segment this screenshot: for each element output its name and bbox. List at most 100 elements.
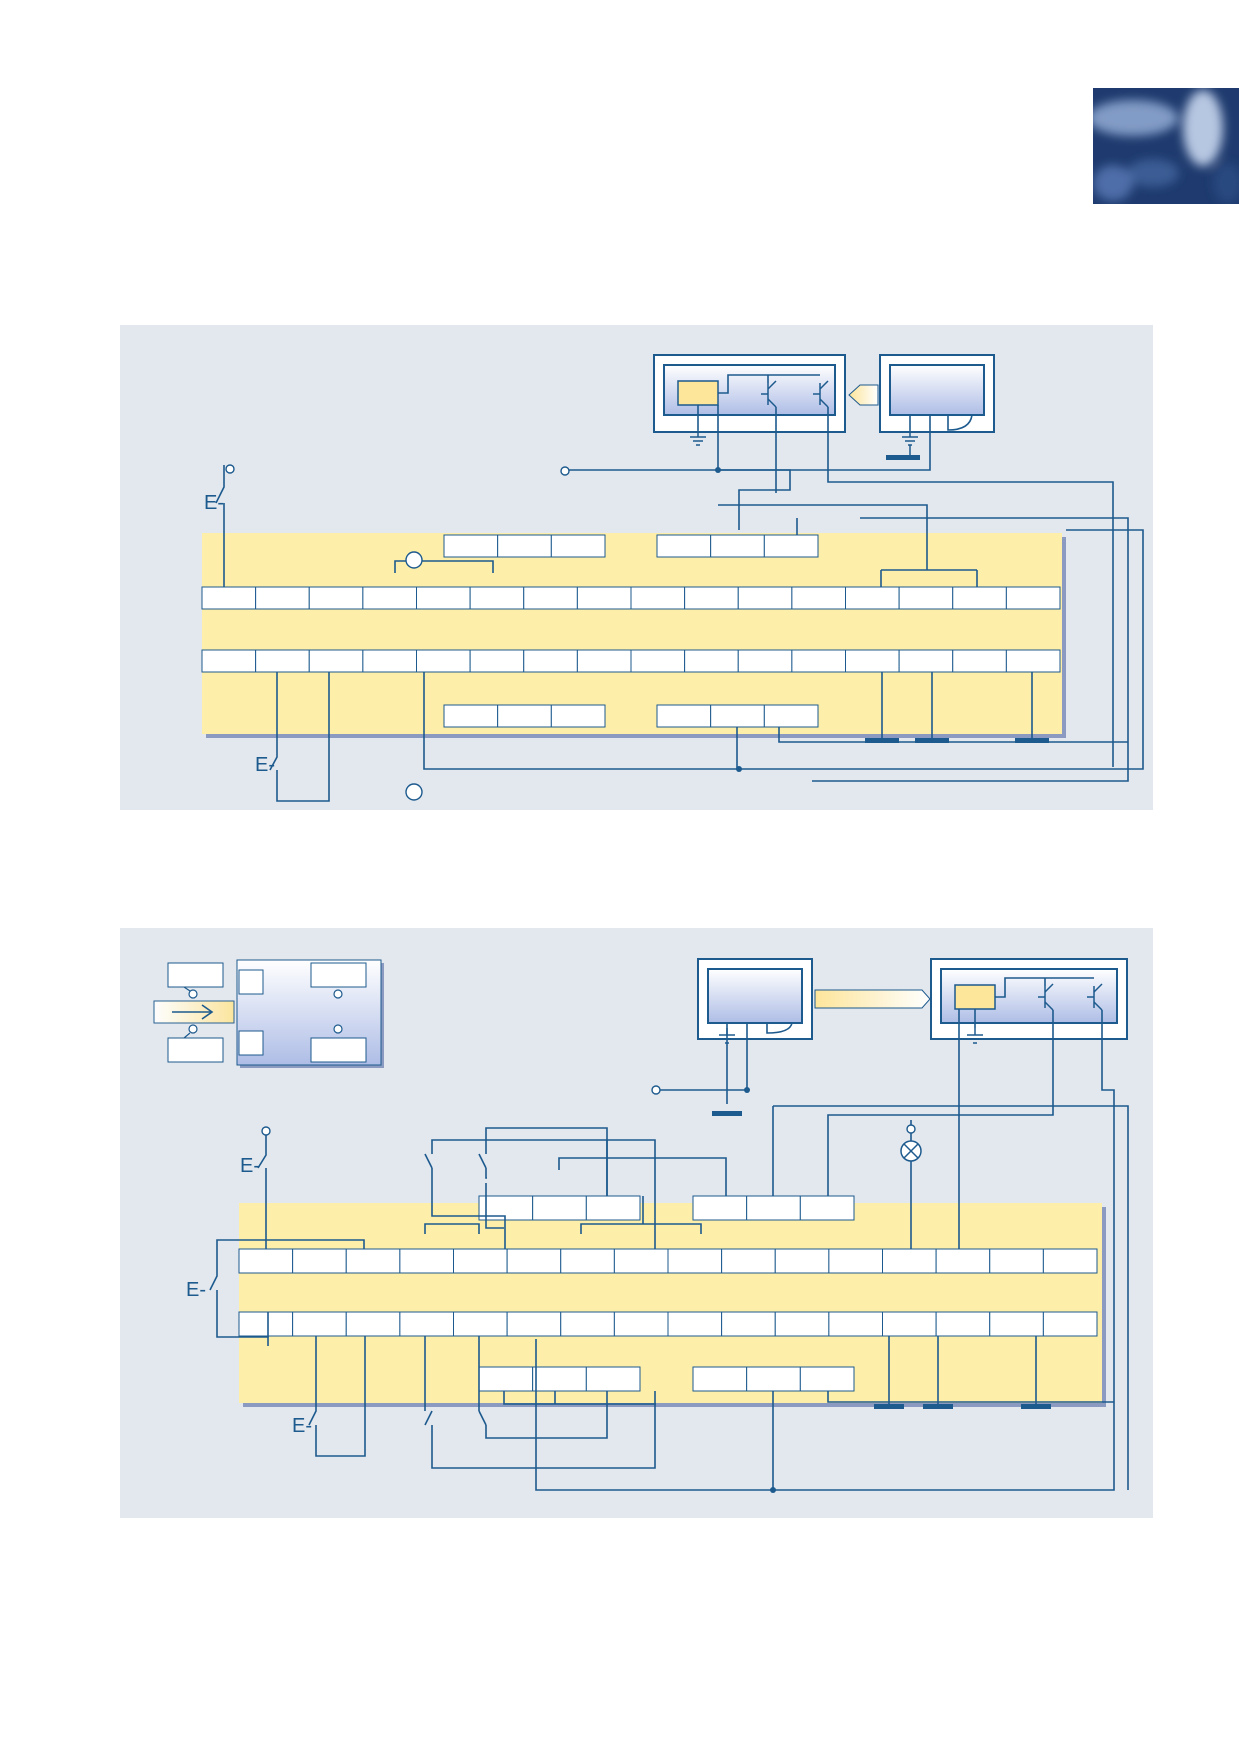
terminal-cell <box>746 1195 801 1221</box>
terminal-cell <box>255 649 310 673</box>
sensor-module <box>879 354 995 433</box>
terminal-cell <box>497 534 552 558</box>
terminal-cell <box>523 649 578 673</box>
supply-terminal <box>651 1085 661 1095</box>
terminal-cell <box>532 1366 587 1392</box>
terminal-cell <box>721 1311 776 1337</box>
supply-terminal <box>560 466 570 476</box>
terminal-cell <box>399 1311 454 1337</box>
terminal-cell <box>684 586 739 610</box>
bottom-box-group-left <box>443 704 606 728</box>
terminal-row-upper <box>238 1248 1098 1274</box>
terminal-cell <box>656 534 712 558</box>
terminal-cell <box>585 1195 641 1221</box>
terminal-cell <box>523 586 578 610</box>
terminal-cell <box>746 1366 801 1392</box>
terminal-cell <box>416 649 471 673</box>
arrow-right-icon <box>172 1004 214 1020</box>
arrow-left-icon <box>848 384 879 406</box>
terminal-cell <box>443 534 499 558</box>
terminal-cell <box>560 1248 615 1274</box>
terminal-row-lower <box>201 649 1061 673</box>
terminal-cell <box>453 1311 508 1337</box>
terminal-cell <box>774 1248 830 1274</box>
npn-transistor-icon <box>1038 983 1103 1011</box>
supply-terminals <box>261 1085 916 1136</box>
terminal-cell <box>667 1248 723 1274</box>
terminal-cell <box>845 586 900 610</box>
terminal-cell <box>416 586 471 610</box>
thumbnail-highlight <box>1127 159 1179 187</box>
ground-bar <box>865 738 899 743</box>
terminal-cell <box>308 586 364 610</box>
terminal-cell <box>362 586 417 610</box>
ground-bar <box>1021 1404 1051 1409</box>
supply-terminal <box>225 464 235 474</box>
terminal-cell <box>532 1195 587 1221</box>
wiring-diagram-1: E- E- <box>120 325 1153 810</box>
thumbnail-highlight <box>1213 163 1239 203</box>
wiring-diagram-2: E- E- E- <box>120 928 1153 1518</box>
terminal-cell <box>1005 586 1061 610</box>
wiring <box>215 374 1144 802</box>
terminal-cell <box>667 1311 723 1337</box>
ground-bars <box>712 1111 1051 1409</box>
terminal-cell <box>576 586 632 610</box>
terminal-band <box>202 533 1062 734</box>
corner-thumbnail-image <box>1093 88 1239 204</box>
bottom-box-group-right <box>692 1366 855 1392</box>
terminal-cell <box>506 1248 562 1274</box>
terminal-cell <box>898 649 954 673</box>
terminal-cell <box>1005 649 1061 673</box>
terminal-cell <box>1042 1311 1098 1337</box>
terminal-cell <box>238 1311 294 1337</box>
terminal-cell <box>443 704 499 728</box>
terminal-cell <box>774 1311 830 1337</box>
top-box-group-right <box>656 534 819 558</box>
top-box-group-right <box>692 1195 855 1221</box>
ground-bar <box>712 1111 742 1116</box>
sensor-module <box>697 958 813 1040</box>
junction-dots <box>744 1087 776 1493</box>
terminal-cell <box>201 586 257 610</box>
terminal-cell <box>935 1248 991 1274</box>
terminal-cell <box>292 1311 347 1337</box>
ground-icon <box>719 1028 983 1044</box>
circle-marker-top <box>405 551 423 569</box>
terminal-cell <box>656 704 712 728</box>
thumbnail-highlight <box>1093 100 1178 136</box>
terminal-cell <box>898 586 954 610</box>
terminal-cell <box>710 704 765 728</box>
terminal-cell <box>201 649 257 673</box>
terminal-cell <box>721 1248 776 1274</box>
terminal-cell <box>791 586 846 610</box>
terminal-cell <box>799 1195 855 1221</box>
terminal-cell <box>684 649 739 673</box>
terminal-cell <box>630 649 686 673</box>
terminal-cell <box>882 1311 937 1337</box>
terminal-cell <box>255 586 310 610</box>
terminal-cell <box>497 704 552 728</box>
ground-bar <box>874 1404 904 1409</box>
terminal-cell <box>550 704 606 728</box>
switch-label: E- <box>255 754 275 776</box>
relay-block <box>677 380 719 406</box>
terminal-cell <box>345 1248 401 1274</box>
terminal-cell <box>828 1311 883 1337</box>
terminal-cell <box>630 586 686 610</box>
terminal-band <box>239 1203 1102 1403</box>
switch-label: E- <box>240 1155 260 1177</box>
terminal-cell <box>453 1248 508 1274</box>
arrow-right-icon <box>814 989 931 1009</box>
ground-bar <box>915 738 949 743</box>
terminal-cell <box>292 1248 347 1274</box>
relay-block <box>954 984 996 1010</box>
npn-transistor-icon <box>761 380 829 408</box>
circle-marker-bottom <box>405 783 423 801</box>
top-box-group-left <box>478 1195 641 1221</box>
terminal-cell <box>469 649 525 673</box>
terminal-cell <box>550 534 606 558</box>
terminal-cell <box>345 1311 401 1337</box>
key-module <box>153 959 384 1068</box>
terminal-cell <box>989 1248 1044 1274</box>
